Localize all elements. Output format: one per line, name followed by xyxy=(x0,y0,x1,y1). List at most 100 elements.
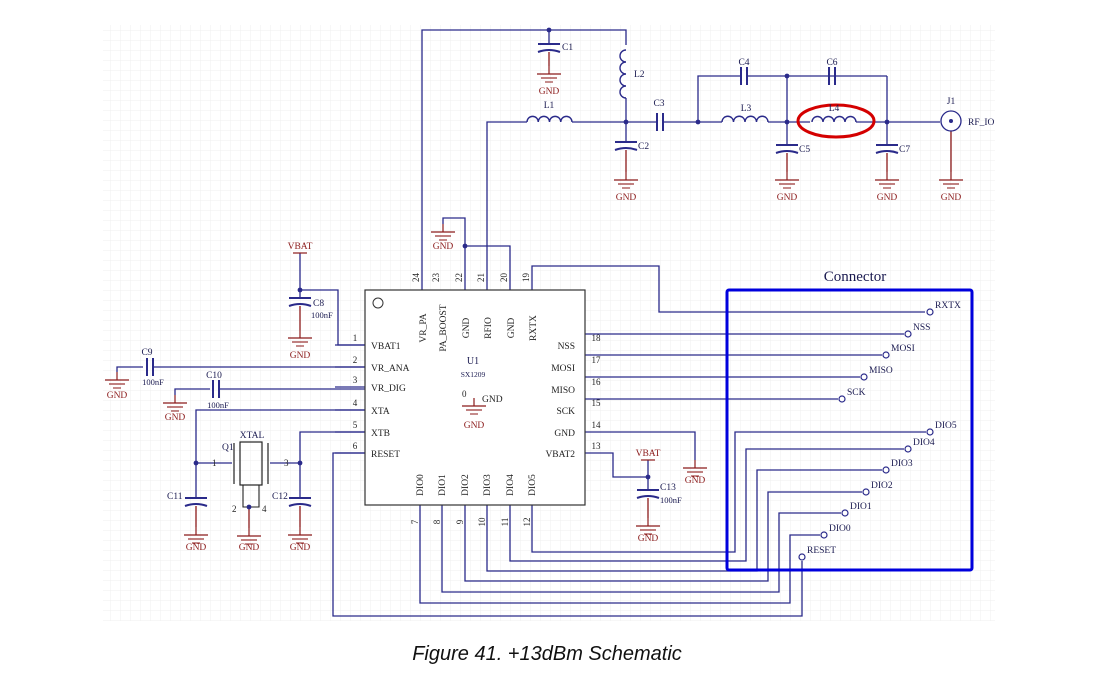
net-dio4 xyxy=(509,448,904,562)
capacitor-C6 xyxy=(828,67,836,85)
gnd-label: GND xyxy=(239,543,260,553)
net-dio1 xyxy=(441,505,841,593)
pin-name: VR_DIG xyxy=(371,384,406,394)
pin-number: 18 xyxy=(592,333,602,343)
ic-ref: U1 xyxy=(467,356,479,367)
xtal-body-icon xyxy=(239,441,263,486)
cap-plate xyxy=(537,49,561,53)
gnd-label: GND xyxy=(165,413,186,423)
c3-ref: C3 xyxy=(653,99,664,109)
pin-number: 9 xyxy=(455,519,465,524)
gnd-label: GND xyxy=(638,534,659,544)
j1-ref: J1 xyxy=(947,97,956,107)
ground-icon xyxy=(636,518,660,535)
pin-name: GND xyxy=(507,318,517,339)
rf-io-net-label: RF_IO xyxy=(968,118,995,128)
connector-pin-rxtx-icon xyxy=(926,308,934,316)
connector-box xyxy=(725,288,974,572)
schematic-canvas: 1VBAT12VR_ANA3VR_DIG4XTA5XTB6RESET18NSS1… xyxy=(103,25,995,621)
components-layer xyxy=(105,27,974,572)
net-reset xyxy=(332,452,803,617)
pin-number: 20 xyxy=(499,273,509,283)
xtal-pin: 3 xyxy=(284,458,289,468)
gnd-label: GND xyxy=(290,351,311,361)
wire xyxy=(585,452,648,478)
labels-layer: 1VBAT12VR_ANA3VR_DIG4XTA5XTB6RESET18NSS1… xyxy=(107,43,995,556)
wires-layer xyxy=(116,29,952,617)
ground-icon xyxy=(288,527,312,544)
connector-title: Connector xyxy=(824,269,886,285)
pin-number: 5 xyxy=(353,420,358,430)
inductor-L2 xyxy=(619,49,627,99)
junction-dot xyxy=(546,27,552,33)
gnd-label: GND xyxy=(941,193,962,203)
capacitor-C8 xyxy=(288,297,312,307)
c6-ref: C6 xyxy=(826,58,837,68)
cap-plate xyxy=(875,150,899,154)
vbat-label: VBAT xyxy=(636,449,661,459)
wire xyxy=(697,75,740,122)
ground-icon xyxy=(105,372,129,389)
c1-ref: C1 xyxy=(562,43,573,53)
junction-dot xyxy=(695,119,701,125)
gnd-label: GND xyxy=(186,543,207,553)
gnd-label: GND xyxy=(685,476,706,486)
junction-dot xyxy=(297,287,303,293)
capacitor-C1 xyxy=(537,43,561,53)
connector-pin-nss-icon xyxy=(904,330,912,338)
pin-name: RFIO xyxy=(484,317,494,339)
gnd-label: GND xyxy=(290,543,311,553)
figure-caption: Figure 41. +13dBm Schematic xyxy=(412,643,682,665)
pin-name: DIO4 xyxy=(506,474,516,496)
capacitor-C2 xyxy=(614,141,638,151)
inductor-L3 xyxy=(721,115,769,123)
pin1-marker-icon xyxy=(372,297,384,309)
gnd-label: GND xyxy=(777,193,798,203)
pin-name: DIO0 xyxy=(416,474,426,496)
connector-pin-dio3-icon xyxy=(882,466,890,474)
pin-number: 2 xyxy=(353,355,358,365)
capacitor-C3 xyxy=(656,113,664,131)
cap-plate xyxy=(614,147,638,151)
connector-pin-miso-icon xyxy=(860,373,868,381)
ground-icon xyxy=(288,330,312,347)
pin-name: NSS xyxy=(558,342,575,352)
junction-dot xyxy=(297,460,303,466)
pin-number: 15 xyxy=(592,398,602,408)
pin-name: PA_BOOST xyxy=(439,304,449,351)
junction-dot xyxy=(645,474,651,480)
pin-number: 16 xyxy=(592,377,602,387)
pin-number: 12 xyxy=(522,518,532,527)
net-rxtx xyxy=(531,265,925,313)
pin-number: 7 xyxy=(410,519,420,524)
l2-ref: L2 xyxy=(634,70,645,80)
pin-number: 8 xyxy=(432,519,442,524)
gnd-label: GND xyxy=(107,391,128,401)
q1-ref: Q1 xyxy=(222,443,234,453)
connector-pin-label: DIO0 xyxy=(829,524,851,534)
connector-pin-label: SCK xyxy=(847,388,866,398)
connector-pin-dio0-icon xyxy=(820,531,828,539)
pad-number: 0 xyxy=(462,389,467,399)
gnd-label: GND xyxy=(464,421,485,431)
xtal-pin: 2 xyxy=(232,504,237,514)
c9-value: 100nF xyxy=(142,377,164,387)
xtal-pin: 4 xyxy=(262,504,267,514)
pin-name: GND xyxy=(462,318,472,339)
pin-number: 17 xyxy=(592,355,602,365)
inductor-L1 xyxy=(526,115,573,123)
pin-name: MOSI xyxy=(551,364,575,374)
pin-number: 6 xyxy=(353,441,358,451)
gnd-label: GND xyxy=(877,193,898,203)
pin-number: 14 xyxy=(592,420,602,430)
capacitor-C9 xyxy=(146,358,154,376)
ground-icon xyxy=(939,172,963,189)
pin-number: 10 xyxy=(477,517,487,527)
connector-pin-label: DIO1 xyxy=(850,502,872,512)
pin-number: 1 xyxy=(353,333,358,343)
pin-name: XTA xyxy=(371,407,390,417)
pin-number: 4 xyxy=(353,398,358,408)
ground-icon xyxy=(614,172,638,189)
c2-ref: C2 xyxy=(638,142,649,152)
l4-ref: L4 xyxy=(829,104,840,114)
